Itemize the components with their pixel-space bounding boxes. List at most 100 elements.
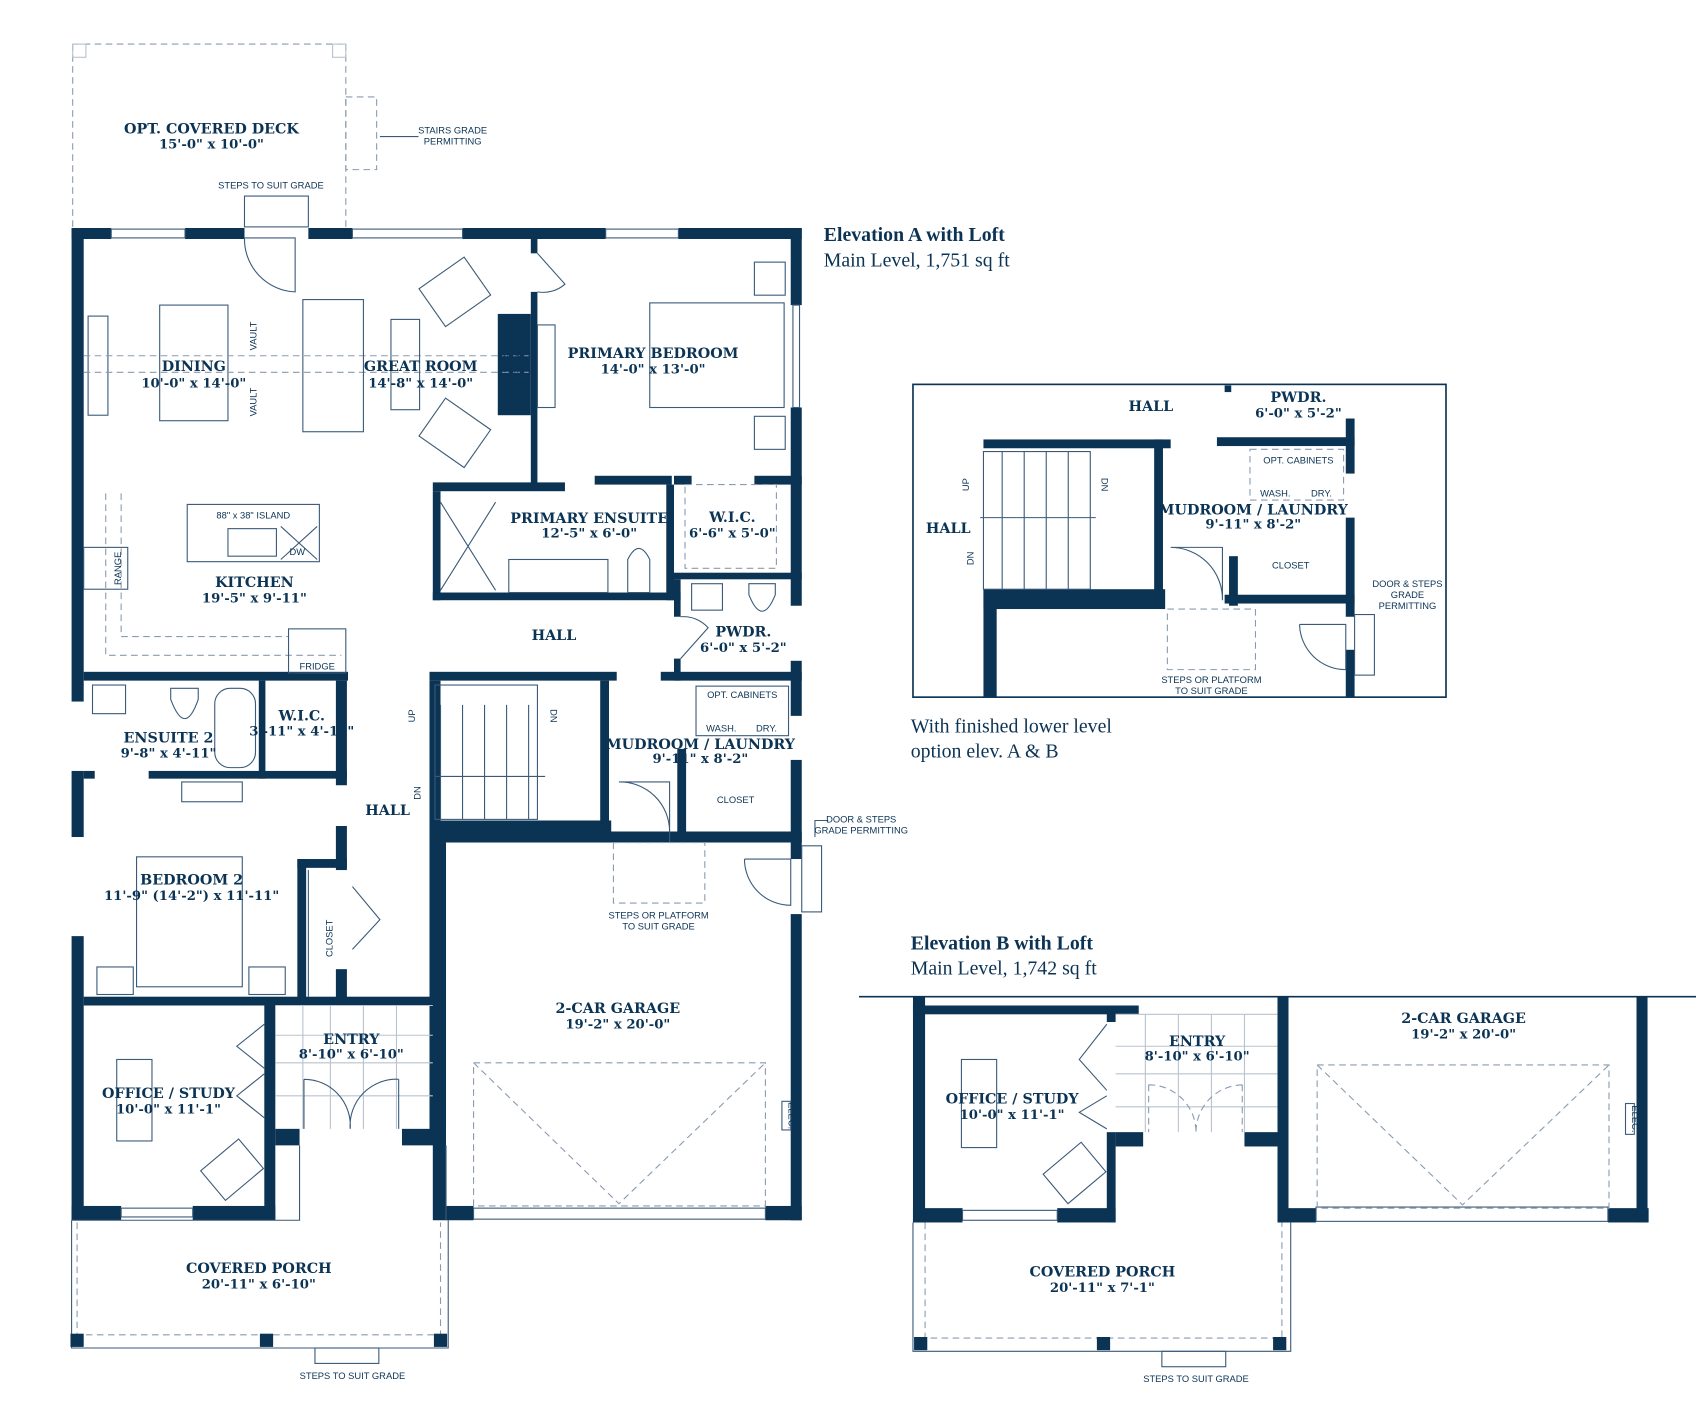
note: 88" x 38" ISLAND [216,511,290,521]
note: FRIDGE [299,662,334,672]
mudroom-size: 9'-11" x 8'-2" [1205,518,1301,533]
deck-name: OPT. COVERED DECK [124,121,299,137]
garage-name: 2-CAR GARAGE [556,1001,681,1017]
lower-level-option-inset: HALL PWDR. 6'-0" x 5'-2" HALL UP DN DN O… [911,383,1447,763]
office-size: 10'-0" x 11'-1" [116,1102,221,1117]
walls [71,227,802,1221]
note: ELEC. [787,1102,797,1129]
note: 42" GAS [502,347,512,383]
office-name: OFFICE / STUDY [946,1092,1080,1108]
elevation-b-plan: Elevation B with Loft Main Level, 1,742 … [859,932,1696,1384]
primary-ensuite-name: PRIMARY ENSUITE [510,511,668,527]
covered-deck [72,43,419,228]
hall-name: HALL [926,521,971,537]
mudroom-name: MUDROOM / LAUNDRY [1159,502,1349,518]
note: DOOR & STEPS [1372,579,1442,589]
dining-name: DINING [162,359,226,375]
note: DRY. [756,723,777,733]
note: DN [1099,478,1109,492]
mudroom-name: MUDROOM / LAUNDRY [606,737,796,753]
elevation-b-subtitle: Main Level, 1,742 sq ft [911,958,1097,980]
primary-bedroom-name: PRIMARY BEDROOM [568,346,739,362]
primary-bedroom-size: 14'-0" x 13'-0" [601,362,706,377]
ensuite2-size: 9'-8" x 4'-11" [121,747,217,762]
elevation-a-subtitle: Main Level, 1,751 sq ft [824,250,1010,272]
fixtures [70,228,829,1364]
note: UP [961,478,971,491]
ensuite2-name: ENSUITE 2 [124,730,214,746]
note: UP [407,709,417,722]
entry-name: ENTRY [1169,1034,1226,1050]
note: FIREPLACE [513,339,523,391]
note: PERMITTING [424,136,482,146]
bedroom2-size: 11'-9" (14'-2") x 11'-11" [104,889,279,904]
elevation-a-plan: OPT. COVERED DECK 15'-0" x 10'-0" STAIRS… [70,43,1010,1381]
mudroom-size: 9'-11" x 8'-2" [653,752,749,767]
note: GRADE [1391,590,1424,600]
garage-size: 19'-2" x 20'-0" [565,1018,670,1033]
elevation-a-title: Elevation A with Loft [824,224,1005,246]
wic-name: W.I.C. [708,510,756,526]
note: STEPS TO SUIT GRADE [218,180,324,190]
note: OPT. CABINETS [707,690,777,700]
hall-name: HALL [365,803,410,819]
note: DN [549,709,559,723]
note: TO SUIT GRADE [1175,686,1247,696]
entry-size: 8'-10" x 6'-10" [299,1047,404,1062]
note: DRY. [1311,489,1332,499]
note: CLOSET [325,919,335,957]
note: OPT. CABINETS [1263,456,1333,466]
wic2-name: W.I.C. [277,708,325,724]
wic2-size: 3'-11" x 4'-11" [249,725,354,740]
kitchen-name: KITCHEN [215,575,294,591]
dining-size: 10'-0" x 14'-0" [141,377,246,392]
office-size: 10'-0" x 11'-1" [960,1108,1065,1123]
primary-ensuite-size: 12'-5" x 6'-0" [541,526,637,541]
wic-size: 6'-6" x 5'-0" [689,526,776,541]
bedroom2-name: BEDROOM 2 [140,872,243,888]
note: DOOR & STEPS [826,815,896,825]
note: GRADE PERMITTING [814,826,908,836]
inset-caption-line1: With finished lower level [911,715,1113,737]
note: STAIRS GRADE [418,125,487,135]
inset-caption-line2: option elev. A & B [911,741,1059,763]
note: CLOSET [717,795,755,805]
pwdr-name: PWDR. [715,625,771,641]
deck-size: 15'-0" x 10'-0" [159,138,264,153]
note: DN [413,786,423,800]
note: STEPS TO SUIT GRADE [300,1371,406,1381]
porch-size: 20'-11" x 7'-1" [1050,1281,1155,1296]
note: ELEC. [1630,1105,1640,1132]
note: TO SUIT GRADE [622,922,694,932]
note: STEPS TO SUIT GRADE [1143,1374,1249,1384]
note: STEPS OR PLATFORM [608,911,708,921]
hall-name: HALL [532,628,577,644]
pwdr-size: 6'-0" x 5'-2" [700,641,787,656]
pwdr-name: PWDR. [1270,390,1326,406]
hall-name: HALL [1128,399,1173,415]
note: RANGE [113,552,123,585]
office-name: OFFICE / STUDY [102,1086,236,1102]
entry-name: ENTRY [323,1032,380,1048]
pwdr-size: 6'-0" x 5'-2" [1255,406,1342,421]
porch-name: COVERED PORCH [1030,1264,1176,1280]
note: PERMITTING [1379,601,1437,611]
elevation-b-title: Elevation B with Loft [911,932,1094,954]
note: WASH. [1260,489,1290,499]
great-room-size: 14'-8" x 14'-0" [368,377,473,392]
garage-size: 19'-2" x 20'-0" [1411,1028,1516,1043]
room-labels: OPT. COVERED DECK 15'-0" x 10'-0" STAIRS… [102,121,908,1381]
porch-name: COVERED PORCH [186,1261,332,1277]
garage-name: 2-CAR GARAGE [1401,1011,1526,1027]
great-room-name: GREAT ROOM [364,359,478,375]
note: DN [966,552,976,566]
note: WASH. [706,723,736,733]
note: DW [290,547,306,557]
note: VAULT [249,321,259,350]
kitchen-size: 19'-5" x 9'-11" [202,591,307,606]
porch-size: 20'-11" x 6'-10" [202,1278,316,1293]
note: VAULT [249,387,259,416]
note: CLOSET [1272,560,1310,570]
note: STEPS OR PLATFORM [1161,675,1261,685]
